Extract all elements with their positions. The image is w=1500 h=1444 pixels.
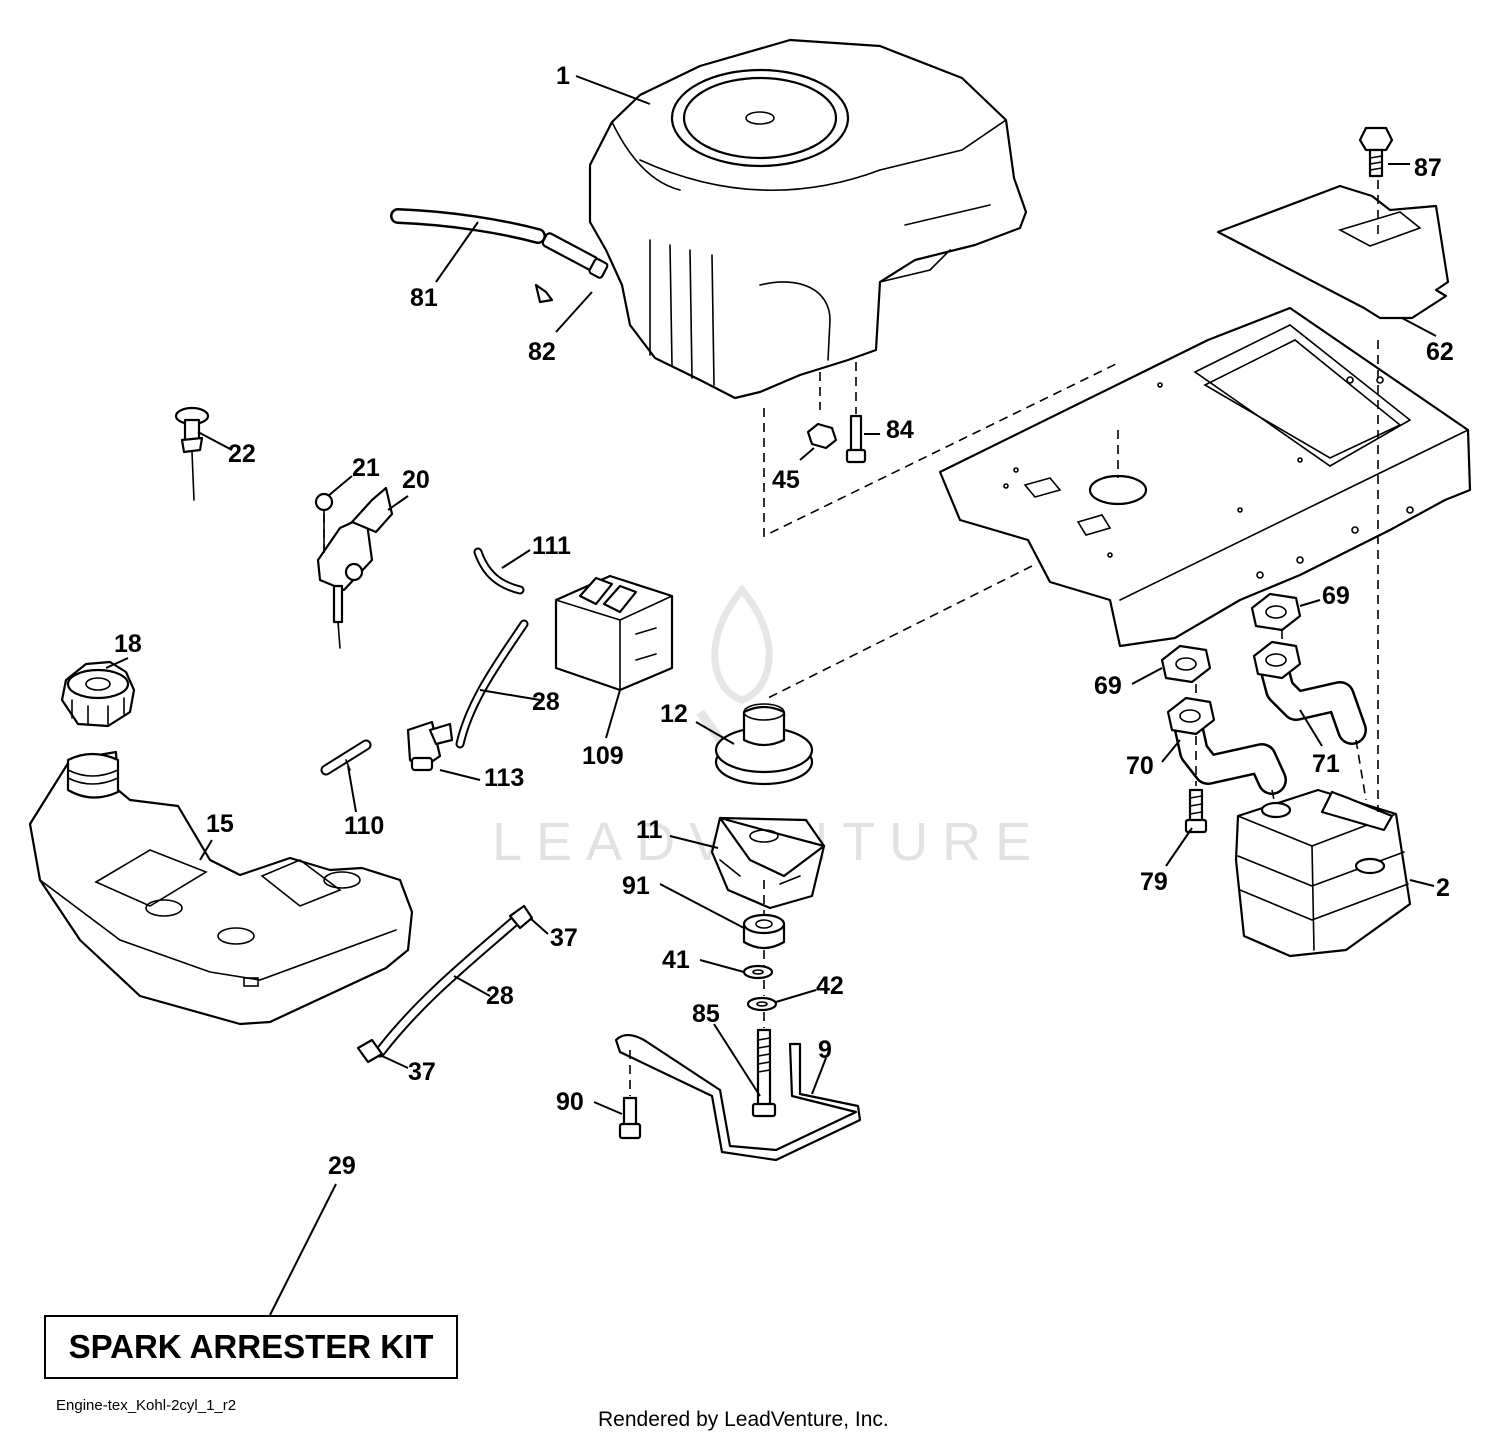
washer-41 (742, 964, 774, 980)
callout-2[interactable]: 2 (1436, 874, 1450, 902)
spark-arrester-kit-label: SPARK ARRESTER KIT (68, 1328, 434, 1365)
bolt-85 (751, 1028, 777, 1118)
render-credit: Rendered by LeadVenture, Inc. (598, 1408, 889, 1431)
callout-1[interactable]: 1 (556, 62, 570, 90)
callout-69-left[interactable]: 69 (1094, 672, 1122, 700)
callout-85[interactable]: 85 (692, 1000, 720, 1028)
spark-arrester-kit-box[interactable]: SPARK ARRESTER KIT (44, 1315, 458, 1379)
engine (588, 38, 1028, 400)
diagram-code: Engine-tex_Kohl-2cyl_1_r2 (56, 1397, 237, 1414)
callout-12[interactable]: 12 (660, 700, 688, 728)
fuel-filter-113 (406, 720, 454, 772)
engine-frame (938, 306, 1472, 648)
callout-37-lower[interactable]: 37 (408, 1058, 436, 1086)
callout-87[interactable]: 87 (1414, 154, 1442, 182)
callout-109[interactable]: 109 (582, 742, 624, 770)
callout-11[interactable]: 11 (636, 816, 663, 844)
spacer-91 (742, 913, 786, 950)
lock-washer-42 (746, 996, 778, 1012)
callout-71[interactable]: 71 (1312, 750, 1340, 778)
bracket-9 (614, 1033, 862, 1162)
nut-45 (806, 422, 838, 450)
fuel-fitting-82 (534, 232, 609, 304)
gasket-69-left (1160, 644, 1212, 684)
callout-9[interactable]: 9 (818, 1036, 832, 1064)
callout-69-right[interactable]: 69 (1322, 582, 1350, 610)
callout-110[interactable]: 110 (344, 812, 384, 840)
callout-28-lower[interactable]: 28 (486, 982, 514, 1010)
callout-labels: 1 87 81 82 62 84 45 22 21 20 111 18 28 1… (114, 62, 1454, 1180)
callout-20[interactable]: 20 (402, 466, 430, 494)
exhaust-pipe-70 (1166, 696, 1287, 795)
bolt-90 (618, 1096, 642, 1140)
bolt-79 (1184, 788, 1208, 834)
hose-clamp-37-lower (356, 1038, 384, 1064)
fuel-cap-18 (60, 660, 136, 728)
callout-15[interactable]: 15 (206, 810, 234, 838)
throttle-control-20 (314, 486, 394, 649)
callout-70[interactable]: 70 (1126, 752, 1154, 780)
callout-41[interactable]: 41 (662, 946, 690, 974)
callout-21[interactable]: 21 (352, 454, 380, 482)
muffler-2 (1234, 788, 1412, 958)
bolt-84 (845, 414, 867, 464)
callout-22[interactable]: 22 (228, 440, 256, 468)
hose-clamp-37-upper (508, 904, 534, 930)
callout-113[interactable]: 113 (484, 764, 524, 792)
pulley-12 (714, 703, 814, 786)
dipstick-22 (174, 406, 210, 501)
callout-82[interactable]: 82 (528, 338, 556, 366)
fuel-line-81 (390, 208, 546, 244)
callout-18[interactable]: 18 (114, 630, 142, 658)
callout-45[interactable]: 45 (772, 466, 800, 494)
fuel-tee-110 (320, 739, 372, 776)
canister-109 (554, 574, 674, 692)
vent-hose-111 (473, 547, 525, 595)
callout-90[interactable]: 90 (556, 1088, 584, 1116)
fuel-tank-15 (28, 750, 414, 1026)
callout-37-upper[interactable]: 37 (550, 924, 578, 952)
bolt-87 (1358, 126, 1394, 178)
callout-29[interactable]: 29 (328, 1152, 356, 1180)
pto-clutch-11 (710, 816, 826, 910)
callout-79[interactable]: 79 (1140, 868, 1168, 896)
callout-84[interactable]: 84 (886, 416, 914, 444)
callout-91[interactable]: 91 (622, 872, 650, 900)
exhaust-pipe-71 (1252, 640, 1367, 745)
callout-81[interactable]: 81 (410, 284, 438, 312)
callout-28-upper[interactable]: 28 (532, 688, 560, 716)
heat-shield-62 (1216, 184, 1450, 320)
callout-42[interactable]: 42 (816, 972, 844, 1000)
callout-62[interactable]: 62 (1426, 338, 1454, 366)
gasket-69-right (1250, 592, 1302, 632)
callout-111[interactable]: 111 (532, 532, 571, 560)
